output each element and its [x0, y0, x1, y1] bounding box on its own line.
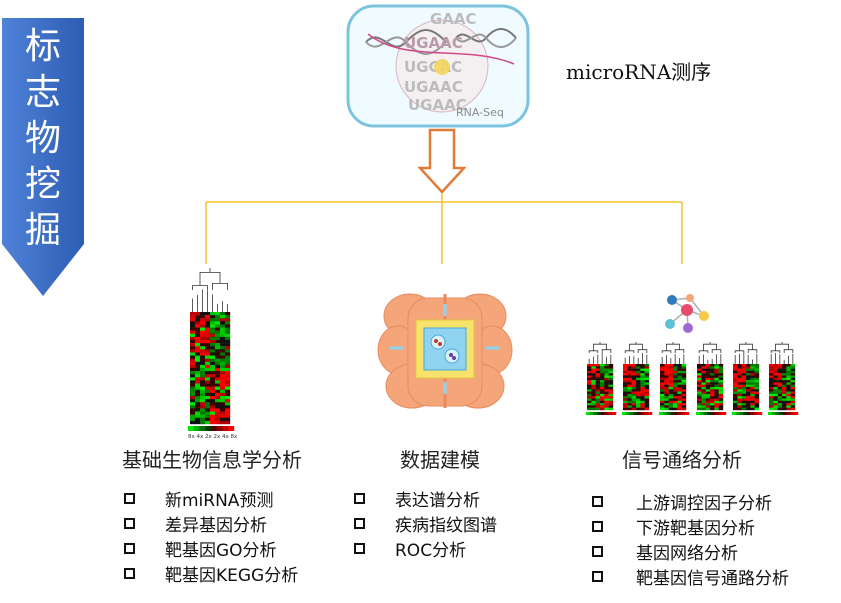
seq-text: GAAC: [430, 10, 477, 28]
seq-text: UGAAC: [408, 96, 467, 114]
checkbox-icon: [592, 521, 603, 532]
heatmap-scale: [732, 412, 763, 415]
dendrogram: [588, 342, 612, 364]
banner-char: 挖: [24, 164, 61, 205]
list-item: ROC分析: [354, 536, 497, 561]
list-item: 差异基因分析: [124, 511, 298, 536]
checkbox-icon: [592, 546, 603, 557]
list-item-label: 疾病指纹图谱: [395, 516, 497, 536]
column-title-bioinformatics: 基础生物信息学分析: [122, 448, 302, 472]
heatmap-cells: [697, 364, 724, 411]
signaling-list: 上游调控因子分析 下游靶基因分析 基因网络分析 靶基因信号通路分析: [592, 489, 789, 589]
list-item: 靶基因信号通路分析: [592, 564, 789, 589]
checkbox-icon: [354, 518, 365, 529]
banner-title: 标 志 物 挖 掘: [2, 24, 84, 254]
checkbox-icon: [124, 568, 135, 579]
heatmap-scale: [622, 412, 653, 415]
mini-heatmap-icon: [768, 342, 799, 415]
list-item: 疾病指纹图谱: [354, 511, 497, 536]
list-item-label: 靶基因信号通路分析: [636, 569, 789, 589]
dendrogram: [698, 342, 722, 364]
list-item: 新miRNA预测: [124, 486, 298, 511]
heatmap-scale-label: 8x 4x 2x 2x 4x 8x: [188, 434, 238, 440]
banner-char: 物: [24, 118, 61, 159]
heatmap-cells: [190, 312, 231, 425]
rna-seq-label: RNA-Seq: [456, 106, 504, 119]
seq-text: UGAAC: [404, 78, 463, 96]
list-item-label: 上游调控因子分析: [636, 494, 772, 514]
checkbox-icon: [592, 571, 603, 582]
dna-helix-icon: [365, 28, 517, 65]
network-icon: [665, 294, 709, 333]
mini-heatmap-icon: [732, 342, 763, 415]
list-item: 基因网络分析: [592, 539, 789, 564]
dendrogram: [770, 342, 794, 364]
heatmap-scale: [768, 412, 799, 415]
down-arrow-icon: [418, 128, 466, 194]
heatmap-cells: [769, 364, 796, 411]
modeling-list: 表达谱分析 疾病指纹图谱 ROC分析: [354, 486, 497, 561]
list-item-label: 表达谱分析: [395, 491, 480, 511]
list-item: 下游靶基因分析: [592, 514, 789, 539]
heatmap-cells: [733, 364, 760, 411]
dendrogram: [734, 342, 758, 364]
list-item: 上游调控因子分析: [592, 489, 789, 514]
list-item: 表达谱分析: [354, 486, 497, 511]
heatmap-scale: [659, 412, 690, 415]
checkbox-icon: [124, 543, 135, 554]
rna-seq-illustration: GAAC UGAAC UGCAC UGAAC UGAAC RNA-Seq: [346, 4, 530, 128]
dendrogram: [192, 268, 228, 312]
seq-text: UGCAC: [404, 58, 462, 76]
banner-char: 掘: [24, 210, 61, 251]
mini-heatmap-icon: [659, 342, 690, 415]
column-title-modeling: 数据建模: [400, 448, 480, 472]
list-item-label: 新miRNA预测: [165, 491, 274, 511]
list-item: 靶基因KEGG分析: [124, 561, 298, 586]
dendrogram: [661, 342, 685, 364]
brain-chip-icon: [377, 293, 513, 409]
list-item-label: 靶基因KEGG分析: [165, 566, 299, 586]
heatmap-scale: [696, 412, 727, 415]
list-item-label: 下游靶基因分析: [636, 519, 755, 539]
list-item-label: ROC分析: [395, 541, 467, 561]
list-item-label: 差异基因分析: [165, 516, 267, 536]
checkbox-icon: [124, 518, 135, 529]
heatmap-cells: [587, 364, 614, 411]
checkbox-icon: [354, 493, 365, 504]
banner-char: 志: [24, 72, 61, 113]
list-item: 靶基因GO分析: [124, 536, 298, 561]
checkbox-icon: [592, 496, 603, 507]
mini-heatmap-icon: [696, 342, 727, 415]
heatmap-cells: [660, 364, 687, 411]
sequencing-caption: microRNA测序: [566, 60, 712, 84]
heatmap-cells: [623, 364, 650, 411]
dendrogram: [624, 342, 648, 364]
banner-char: 标: [24, 26, 61, 67]
list-item-label: 基因网络分析: [636, 544, 738, 564]
heatmap-scale: [188, 426, 235, 431]
seq-text: UGAAC: [404, 34, 463, 52]
banner-arrow: [2, 18, 84, 296]
mini-heatmap-icon: [622, 342, 653, 415]
column-title-signaling: 信号通络分析: [622, 448, 742, 472]
list-item-label: 靶基因GO分析: [165, 541, 277, 561]
heatmap-icon: 8x 4x 2x 2x 4x 8x: [188, 268, 238, 440]
bioinformatics-list: 新miRNA预测 差异基因分析 靶基因GO分析 靶基因KEGG分析: [124, 486, 298, 586]
mini-heatmap-icon: [586, 342, 617, 415]
checkbox-icon: [354, 543, 365, 554]
checkbox-icon: [124, 493, 135, 504]
heatmap-scale: [586, 412, 617, 415]
